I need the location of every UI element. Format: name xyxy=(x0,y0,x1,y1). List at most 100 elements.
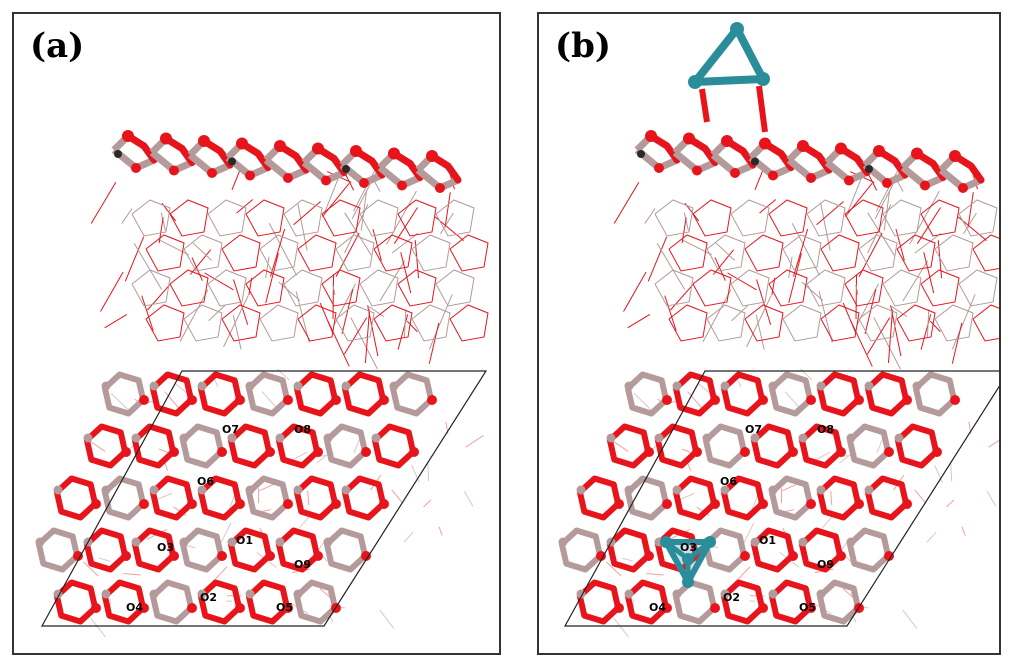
bond xyxy=(744,234,784,272)
oxygen-atom xyxy=(730,168,740,178)
bond xyxy=(406,320,418,333)
bond xyxy=(702,289,732,342)
bond xyxy=(83,423,129,469)
bond xyxy=(159,239,189,256)
bond xyxy=(321,199,361,237)
bond xyxy=(190,249,212,275)
bond xyxy=(179,423,225,469)
bond xyxy=(606,561,622,577)
bond xyxy=(449,304,489,342)
bond xyxy=(335,232,360,278)
bond xyxy=(297,234,337,272)
bond xyxy=(627,314,651,329)
site-label-o9: O9 xyxy=(817,558,834,571)
aluminum-atom xyxy=(720,589,730,599)
bond xyxy=(379,609,395,629)
bond xyxy=(756,85,768,133)
oxygen-atom xyxy=(873,145,885,157)
oxygen-atom xyxy=(710,499,720,509)
bond xyxy=(411,234,451,272)
oxygen-atom xyxy=(692,447,702,457)
aluminum-atom xyxy=(131,537,141,547)
bond xyxy=(920,269,960,307)
bond xyxy=(367,305,385,318)
oxygen-atom xyxy=(409,447,419,457)
bond xyxy=(839,455,849,464)
oxygen-atom xyxy=(217,551,227,561)
bond xyxy=(145,304,185,342)
bond xyxy=(668,304,708,342)
bond xyxy=(714,257,726,281)
bond xyxy=(830,490,833,506)
atom xyxy=(114,150,122,158)
bond xyxy=(149,579,195,625)
site-label-o8: O8 xyxy=(294,423,311,436)
bond xyxy=(293,475,339,521)
bond xyxy=(706,304,746,342)
bond xyxy=(121,208,133,224)
aluminum-atom xyxy=(101,381,111,391)
bond xyxy=(744,304,784,342)
bond xyxy=(737,380,742,388)
bond xyxy=(99,557,111,562)
bond xyxy=(967,192,974,228)
bond xyxy=(283,269,323,307)
oxygen-atom xyxy=(207,168,217,178)
oxygen-atom xyxy=(361,447,371,457)
bond xyxy=(147,284,171,311)
bond xyxy=(845,183,873,217)
bond xyxy=(411,304,451,342)
bond xyxy=(692,199,732,237)
bond xyxy=(820,304,860,342)
aluminum-atom xyxy=(576,485,586,495)
oxygen-atom xyxy=(911,147,923,160)
aluminum-atom xyxy=(293,485,303,495)
bond xyxy=(613,617,629,638)
bond xyxy=(670,284,694,311)
aluminum-atom xyxy=(245,589,255,599)
oxygen-atom xyxy=(73,551,83,561)
bond xyxy=(896,234,936,272)
oxygen-atom xyxy=(768,170,778,181)
oxygen-atom xyxy=(644,447,654,457)
bond xyxy=(623,271,647,312)
oxygen-atom xyxy=(313,447,323,457)
bond xyxy=(214,380,219,388)
site-label-o1: O1 xyxy=(759,534,776,547)
site-label-o9: O9 xyxy=(294,558,311,571)
cluster-top-view xyxy=(660,536,716,588)
bond xyxy=(259,234,299,272)
oxygen-atom xyxy=(806,395,816,405)
oxygen-atom xyxy=(882,178,892,188)
aluminum-atom xyxy=(912,381,922,391)
bond xyxy=(179,289,209,342)
oxygen-atom xyxy=(312,142,324,155)
bond xyxy=(90,181,117,224)
oxygen-atom xyxy=(265,447,275,457)
bond xyxy=(912,371,958,417)
bond xyxy=(664,295,677,331)
aluminum-atom xyxy=(293,589,303,599)
bond xyxy=(782,304,822,342)
oxygen-atom xyxy=(187,499,197,509)
bond xyxy=(633,392,652,411)
bond xyxy=(986,490,997,507)
bond xyxy=(858,232,883,278)
bond xyxy=(393,207,418,244)
cluster-side-view xyxy=(688,22,770,133)
bond xyxy=(887,309,894,364)
site-label-o7: O7 xyxy=(222,423,239,436)
bond xyxy=(788,253,802,304)
bond xyxy=(53,475,99,521)
bond xyxy=(221,234,261,272)
oxygen-atom xyxy=(283,395,293,405)
bond xyxy=(816,579,862,625)
oxygen-atom xyxy=(721,135,733,147)
bond xyxy=(323,527,369,573)
bond xyxy=(768,269,808,307)
bond xyxy=(341,371,387,417)
oxygen-atom xyxy=(662,603,672,613)
bond xyxy=(806,269,846,307)
bond xyxy=(646,573,664,576)
